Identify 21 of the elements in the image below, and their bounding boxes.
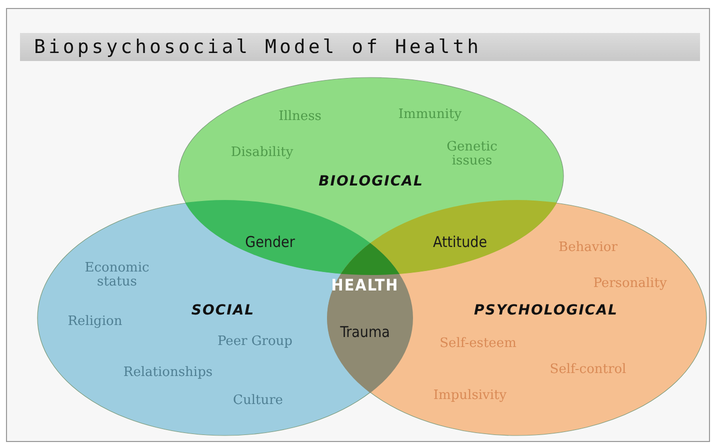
category-heading: SOCIAL bbox=[191, 304, 255, 318]
factor-label: Illness bbox=[278, 110, 322, 124]
factor-label: Disability bbox=[230, 146, 294, 160]
factor-label: Relationships bbox=[123, 366, 213, 380]
factor-label: Self-control bbox=[550, 363, 626, 377]
factor-label: Religion bbox=[68, 315, 122, 329]
factor-label: Personality bbox=[593, 277, 667, 291]
factor-label: Genetic issues bbox=[446, 140, 498, 168]
factor-label: Self-esteem bbox=[440, 337, 516, 351]
category-heading: BIOLOGICAL bbox=[318, 174, 424, 190]
category-heading: PSYCHOLOGICAL bbox=[474, 304, 618, 318]
factor-label: Economic status bbox=[84, 261, 150, 289]
factor-label: Culture bbox=[233, 394, 283, 408]
factor-label: Behavior bbox=[558, 241, 618, 255]
overlap-label: Gender bbox=[245, 233, 295, 251]
factor-label: Impulsivity bbox=[433, 389, 507, 403]
factor-label: Immunity bbox=[398, 108, 462, 122]
overlap-label: Attitude bbox=[433, 233, 487, 251]
factor-label: Peer Group bbox=[217, 335, 293, 349]
title-bar: Biopsychosocial Model of Health bbox=[20, 33, 700, 61]
overlap-label: Trauma bbox=[340, 323, 390, 341]
